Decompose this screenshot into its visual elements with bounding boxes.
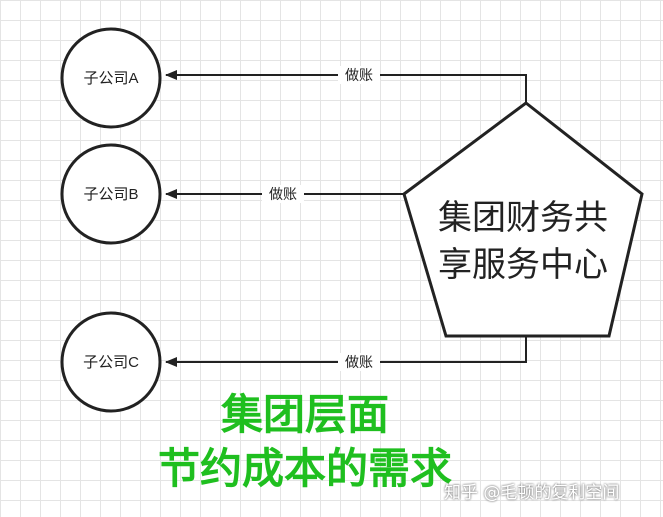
- watermark: 知乎 @毛顿的复利空间: [444, 483, 620, 503]
- edge-label-b: 做账: [269, 186, 297, 202]
- edge-label-a-bg: [338, 66, 380, 84]
- edge-label-a: 做账: [345, 67, 373, 83]
- node-company-a: 子公司A: [60, 27, 162, 129]
- node-company-a-label: 子公司A: [83, 70, 138, 87]
- node-shared-service-center: 集团财务共 享服务中心: [402, 101, 644, 338]
- edge-label-b-bg: [262, 185, 304, 203]
- edge-to-company-a: [165, 70, 527, 103]
- center-label-line1: 集团财务共: [438, 199, 608, 237]
- edge-label-c: 做账: [345, 354, 373, 370]
- node-company-c: 子公司C: [60, 311, 162, 413]
- caption-line-1: 集团层面: [220, 390, 389, 439]
- edge-to-company-c: [165, 336, 527, 367]
- node-company-b-label: 子公司B: [83, 186, 138, 203]
- center-label-line2: 享服务中心: [438, 246, 608, 284]
- edge-label-c-bg: [338, 353, 380, 371]
- node-company-b: 子公司B: [60, 143, 162, 245]
- node-company-c-label: 子公司C: [83, 354, 139, 371]
- caption-line-2: 节约成本的需求: [157, 444, 452, 493]
